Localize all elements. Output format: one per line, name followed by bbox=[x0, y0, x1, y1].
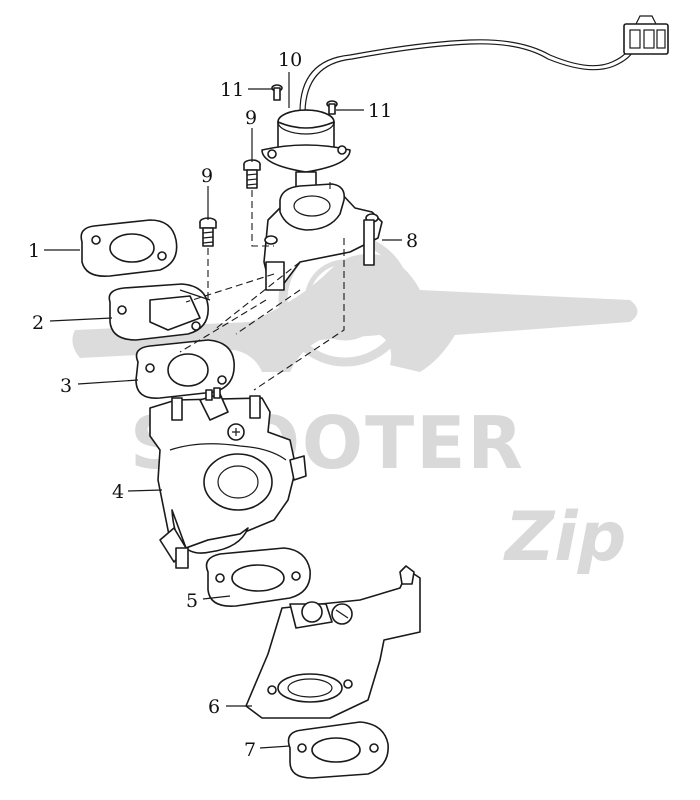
callout-10: 10 bbox=[278, 49, 302, 71]
part-9-screw-lower bbox=[199, 217, 217, 247]
callout-7: 7 bbox=[244, 739, 256, 761]
watermark-ring-inner bbox=[304, 259, 386, 341]
callout-6: 6 bbox=[208, 696, 220, 718]
part-11-screw-left bbox=[271, 84, 283, 101]
part-4-carburetor bbox=[149, 387, 307, 569]
part-6-plate bbox=[245, 565, 421, 719]
callout-2: 2 bbox=[32, 312, 44, 334]
part-2-gasket bbox=[108, 283, 211, 341]
part-10-fuel-cut-solenoid bbox=[261, 15, 669, 201]
callout-11-right: 11 bbox=[368, 100, 392, 122]
callout-leaders bbox=[44, 72, 402, 749]
callout-11-left: 11 bbox=[220, 79, 244, 101]
callout-1: 1 bbox=[28, 240, 40, 262]
callout-labels: 1 2 3 4 5 6 7 8 9 9 10 11 11 bbox=[28, 49, 418, 761]
part-8-bracket bbox=[263, 183, 383, 291]
callout-9-upper: 9 bbox=[245, 107, 257, 129]
part-5-gasket bbox=[205, 547, 311, 607]
part-11-screw-right bbox=[326, 100, 338, 115]
part-1-gasket bbox=[80, 219, 178, 278]
watermark-script: Zip bbox=[503, 498, 626, 577]
callout-4: 4 bbox=[112, 481, 124, 503]
callout-5: 5 bbox=[186, 590, 198, 612]
solenoid-wire bbox=[299, 39, 631, 113]
callout-8: 8 bbox=[406, 230, 418, 252]
solenoid-wire-2 bbox=[304, 43, 635, 113]
callout-9-lower: 9 bbox=[201, 165, 213, 187]
part-9-screw-upper bbox=[243, 159, 261, 189]
part-3-gasket bbox=[135, 339, 235, 399]
wire-connector bbox=[623, 15, 669, 55]
part-7-gasket bbox=[287, 721, 389, 779]
assembly-lines bbox=[179, 182, 345, 391]
callout-3: 3 bbox=[60, 375, 72, 397]
